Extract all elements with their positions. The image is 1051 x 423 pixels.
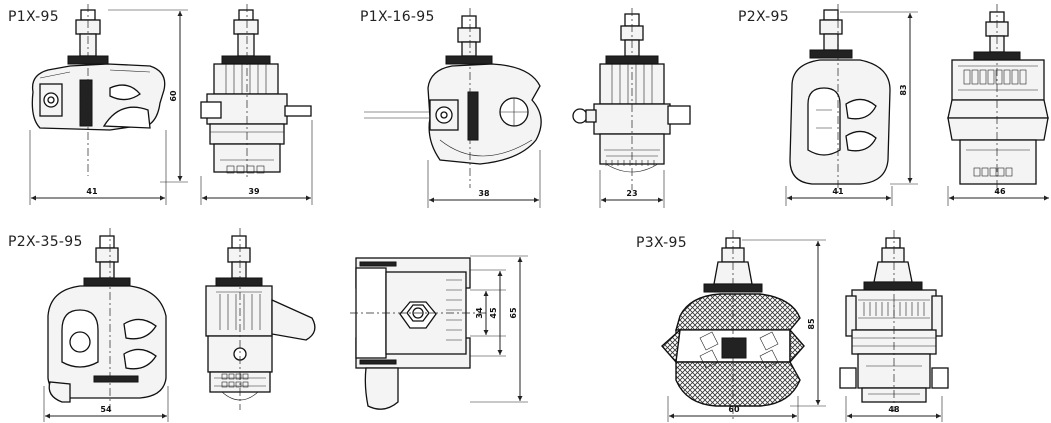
p2x-35-95-title: P2X-35-95 xyxy=(8,234,83,250)
p1x-95-title: P1X-95 xyxy=(8,9,59,25)
p2x-35-95-dim-34-label: 34 xyxy=(475,307,484,319)
p1x-95-dimension-lines xyxy=(29,9,188,205)
p1x-95-depth-label: 39 xyxy=(248,187,260,196)
p1x-16-95-front-view xyxy=(364,8,542,188)
p2x-95-width-label: 41 xyxy=(832,187,844,196)
p2x-35-95-side-view xyxy=(205,228,316,410)
p3x-95-side-view xyxy=(839,230,949,412)
p2x-35-95-front-view xyxy=(47,228,167,410)
p3x-95-front-view xyxy=(661,230,805,420)
p1x-95-height-label: 60 xyxy=(169,90,178,102)
p2x-35-95-dimension-lines xyxy=(43,386,169,422)
p1x-16-95-dimension-lines xyxy=(427,150,541,208)
p3x-95-dimension-lines xyxy=(667,239,826,422)
p1x-95-side-view xyxy=(200,4,312,178)
p1x-16-95-side-dimension-lines xyxy=(599,170,665,208)
p2x-95-depth-label: 46 xyxy=(994,187,1006,196)
p3x-95-group: P3X-95 60 85 xyxy=(636,230,949,422)
p1x-16-95-title: P1X-16-95 xyxy=(360,9,435,25)
p3x-95-height-label: 85 xyxy=(807,318,816,330)
p1x-16-95-group: P1X-16-95 38 xyxy=(360,8,691,208)
p1x-95-front-view xyxy=(31,4,166,176)
p2x-95-title: P2X-95 xyxy=(738,9,789,25)
p2x-35-95-width-label: 54 xyxy=(100,405,112,414)
p2x-35-95-group: P2X-35-95 54 xyxy=(8,228,528,422)
p1x-95-width-label: 41 xyxy=(86,187,98,196)
p3x-95-depth-label: 48 xyxy=(888,405,900,414)
p3x-95-title: P3X-95 xyxy=(636,235,687,251)
p2x-95-height-label: 83 xyxy=(899,84,908,95)
p2x-35-95-top-view xyxy=(350,257,486,410)
p2x-95-side-dimension-lines xyxy=(947,186,1049,206)
p2x-95-dimension-lines xyxy=(785,11,918,206)
p1x-16-95-width-label: 38 xyxy=(478,189,490,198)
p1x-16-95-depth-label: 23 xyxy=(626,189,637,198)
p3x-95-side-dimension-lines xyxy=(845,396,943,422)
p2x-35-95-dim-65-label: 65 xyxy=(509,307,518,319)
p2x-95-front-view xyxy=(789,4,891,196)
p1x-95-group: P1X-95 41 60 xyxy=(8,4,313,205)
p1x-95-side-dimension-lines xyxy=(200,120,313,205)
p2x-35-95-top-dimension-lines xyxy=(470,255,528,403)
p1x-16-95-side-view xyxy=(572,8,691,190)
p3x-95-width-label: 60 xyxy=(728,405,740,414)
p2x-95-side-view xyxy=(947,4,1049,196)
p2x-35-95-dim-45-label: 45 xyxy=(489,307,498,319)
p2x-95-group: P2X-95 41 83 xyxy=(738,4,1049,206)
